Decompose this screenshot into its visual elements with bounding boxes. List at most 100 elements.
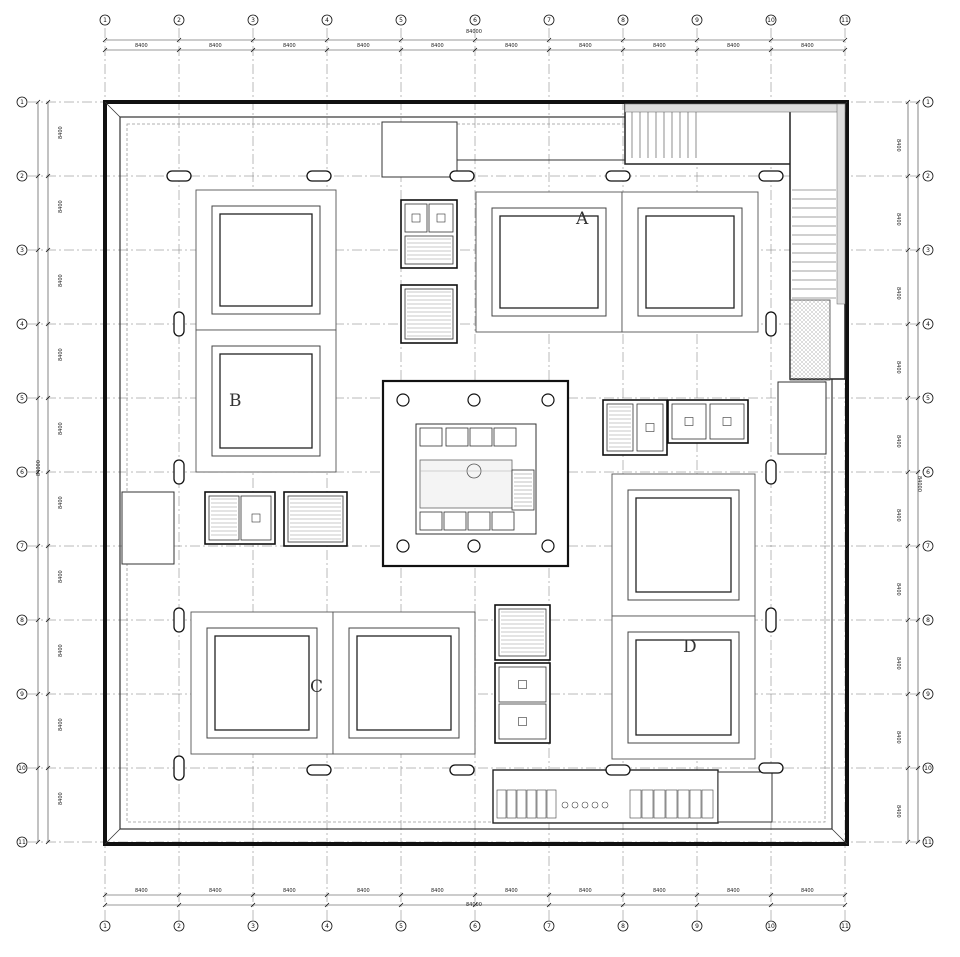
atrium-void-inner: [635, 639, 732, 736]
grid-bubble: [99, 14, 111, 26]
grid-bubble-label: 5: [399, 923, 403, 930]
bay-dimension: 8400: [653, 888, 666, 894]
core-elevator: [419, 427, 443, 447]
grid-bubble-label: 2: [177, 17, 181, 24]
bay-dimension: 8400: [283, 43, 296, 49]
grid-bubble-label: 1: [20, 99, 24, 106]
dimension-tick: [905, 247, 911, 253]
grid-bubble-label: 9: [20, 691, 24, 698]
grid-bubble-label: 3: [251, 923, 255, 930]
zone-label-d: D: [683, 637, 697, 657]
core-column: [467, 539, 481, 553]
dimension-tick: [472, 47, 478, 53]
wash-basin: [571, 801, 579, 809]
dimension-tick: [102, 902, 108, 908]
atrium-void-rim: [637, 207, 743, 317]
elevator-car: [251, 513, 261, 523]
zone-label-c: C: [310, 677, 323, 697]
dimension-tick: [905, 469, 911, 475]
dimension-tick: [905, 395, 911, 401]
dimension-tick: [768, 37, 774, 43]
west-entry-room: [121, 491, 175, 565]
atrium-void-inner: [635, 497, 732, 593]
elevator-car: [518, 680, 527, 689]
grid-bubble-label: 2: [177, 923, 181, 930]
dimension-tick: [35, 247, 41, 253]
dimension-tick: [398, 47, 404, 53]
grid-bubble: [16, 688, 28, 700]
wash-basin: [601, 801, 609, 809]
washroom-stalls: [496, 789, 714, 819]
grid-bubble: [16, 762, 28, 774]
bay-dimension: 8400: [135, 888, 148, 894]
grid-bubble-label: 7: [926, 543, 930, 550]
dimension-tick: [472, 37, 478, 43]
structural-column: [758, 170, 784, 182]
grid-bubble-label: 2: [20, 173, 24, 180]
dimension-tick: [915, 247, 921, 253]
grid-bubble: [617, 920, 629, 932]
bay-dimension: 8400: [431, 43, 444, 49]
toilet-stall: [677, 789, 690, 819]
dimension-tick: [546, 37, 552, 43]
bay-dimension: 8400: [58, 422, 64, 435]
bay-dimension: 8400: [431, 888, 444, 894]
bay-dimension: 8400: [58, 496, 64, 509]
dimension-tick: [768, 892, 774, 898]
structural-column: [173, 607, 185, 633]
structural-column: [306, 764, 332, 776]
core-columns: [396, 393, 555, 553]
zone-label-b: B: [229, 391, 242, 411]
grid-bubble-label: 6: [473, 17, 477, 24]
structural-column: [765, 607, 777, 633]
dimension-tick: [35, 765, 41, 771]
core-elevator-bank: [419, 427, 535, 531]
atrium-void-inner: [219, 353, 313, 449]
overall-dimension-left: 84000: [36, 460, 42, 476]
core-elevator: [443, 511, 467, 531]
grid-bubble-label: 6: [20, 469, 24, 476]
dimension-tick: [35, 469, 41, 475]
grid-bubble-label: 5: [399, 17, 403, 24]
dimension-tick: [842, 892, 848, 898]
grid-bubble: [16, 836, 28, 848]
bay-dimension: 8400: [357, 888, 370, 894]
grid-bubble: [922, 244, 934, 256]
central-core: [381, 379, 570, 568]
elevator-car: [722, 417, 732, 426]
dimension-tick: [915, 839, 921, 845]
overall-dimension-bottom: 84000: [466, 902, 482, 908]
bay-dimension: 8400: [505, 43, 518, 49]
dimension-tick: [694, 902, 700, 908]
structural-column: [306, 170, 332, 182]
toilet-stall: [526, 789, 537, 819]
grid-bubble-label: 8: [621, 923, 625, 930]
bay-dimension: 8400: [727, 888, 740, 894]
dimension-tick: [620, 902, 626, 908]
dimension-tick: [102, 37, 108, 43]
grid-bubble-label: 11: [841, 923, 849, 930]
grid-bubble: [691, 920, 703, 932]
grid-bubble: [16, 466, 28, 478]
toilet-stall: [536, 789, 547, 819]
core-column: [396, 393, 410, 407]
toilet-stall: [701, 789, 714, 819]
atrium-void-rim: [627, 489, 740, 601]
grid-bubble: [765, 920, 777, 932]
grid-bubble: [691, 14, 703, 26]
bay-dimension: 8400: [58, 792, 64, 805]
bay-dimension: 8400: [653, 43, 666, 49]
bay-dimension: 8400: [58, 200, 64, 213]
grid-bubble-label: 8: [926, 617, 930, 624]
core-elevator: [491, 511, 515, 531]
grid-bubble: [617, 14, 629, 26]
dimension-tick: [35, 99, 41, 105]
grid-bubble-label: 5: [926, 395, 930, 402]
atrium-void-rim: [206, 627, 318, 739]
dimension-tick: [45, 543, 51, 549]
dimension-tick: [45, 321, 51, 327]
structural-column: [605, 170, 631, 182]
grid-bubble-label: 4: [926, 321, 930, 328]
wash-basin: [581, 801, 589, 809]
